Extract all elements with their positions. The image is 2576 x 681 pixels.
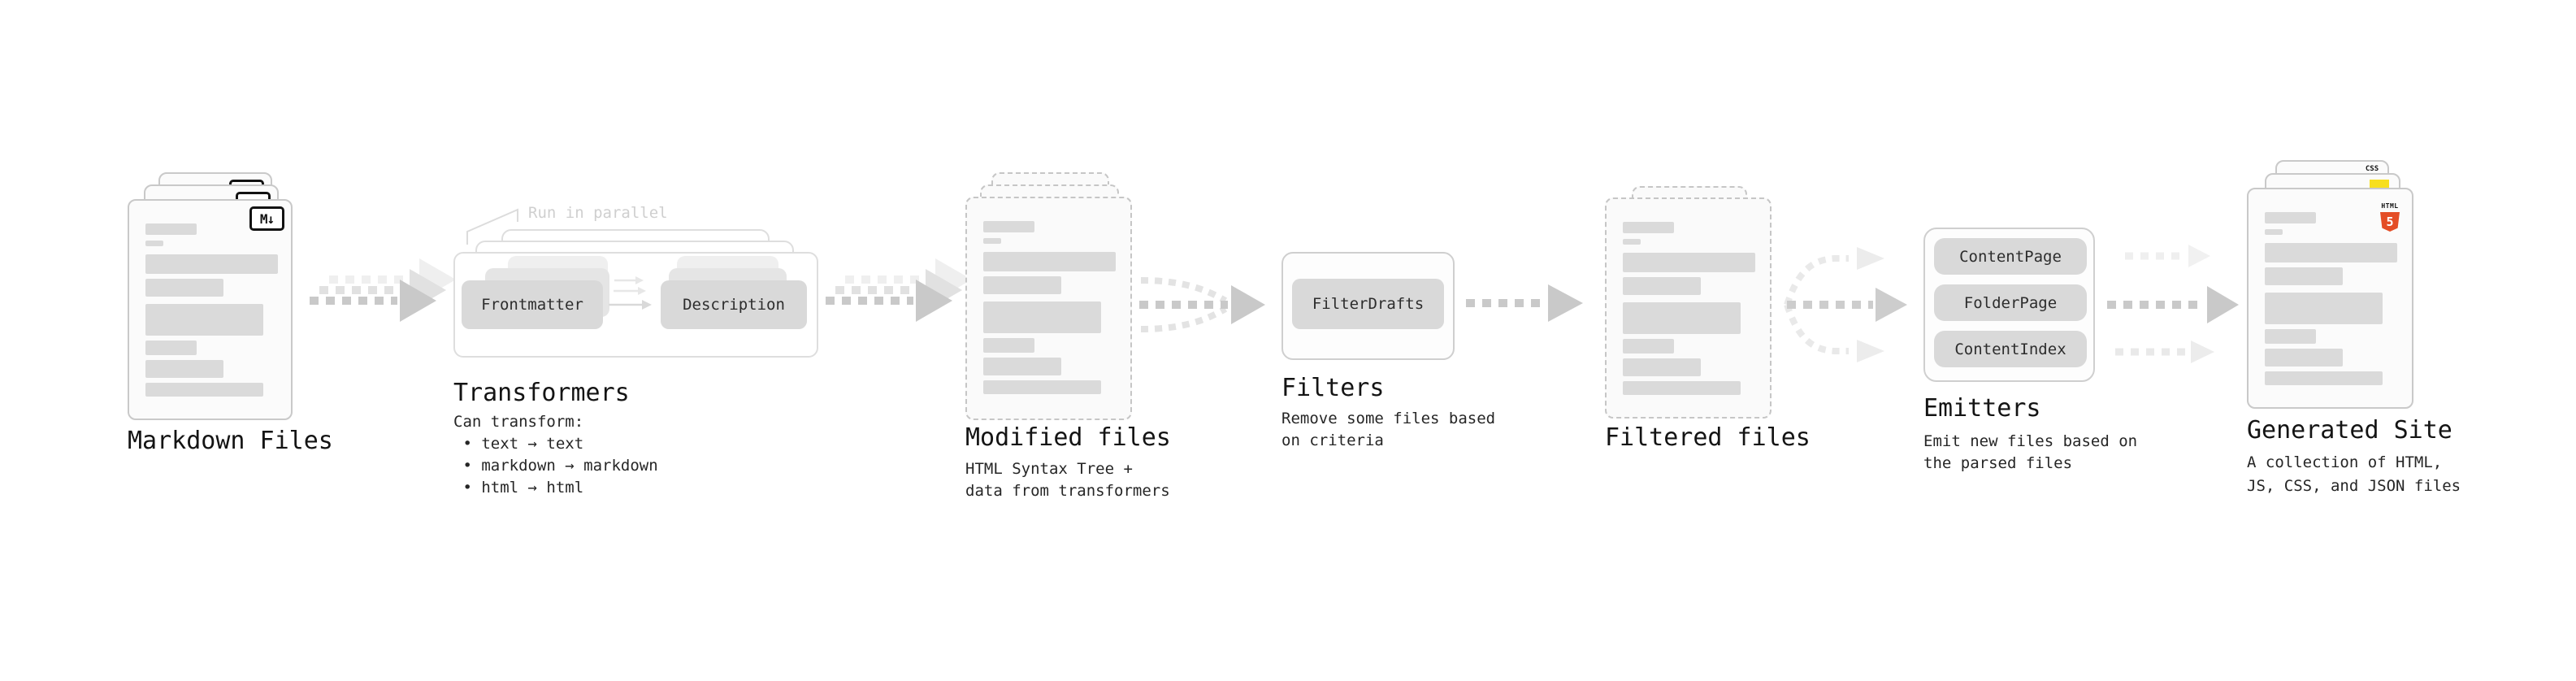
- html5-icon: HTML 5: [2379, 196, 2400, 232]
- markdown-icon: M↓: [249, 206, 284, 231]
- file-content-placeholder: [1607, 222, 1770, 395]
- flow-arrow-transformers-to-modified: [826, 258, 972, 322]
- stage-label-transformers: Transformers: [453, 379, 630, 407]
- file-content-placeholder: [129, 223, 291, 397]
- description-pill: Description: [661, 280, 807, 329]
- flow-arrow-markdown-to-transformers: [310, 258, 456, 322]
- stage-label-filters: Filters: [1281, 374, 1385, 402]
- filters-description: Remove some files based on criteria: [1281, 410, 1496, 449]
- flow-arrow-modified-to-filters: [1139, 277, 1265, 332]
- annotation-leader-line: [466, 208, 518, 245]
- css-icon: CSS: [2365, 165, 2379, 173]
- file-content-placeholder: [967, 221, 1130, 394]
- flow-arrow-filtered-to-emitters: [1784, 247, 1907, 362]
- stage-label-markdown-files: Markdown Files: [128, 427, 333, 455]
- javascript-icon: [2370, 180, 2389, 189]
- file-content-placeholder: [2249, 212, 2412, 385]
- parallel-mini-arrows: [609, 276, 652, 310]
- contentpage-pill: ContentPage: [1934, 238, 2087, 275]
- filterdrafts-pill: FilterDrafts: [1292, 279, 1444, 329]
- frontmatter-pill: Frontmatter: [462, 280, 603, 329]
- stage-label-emitters: Emitters: [1923, 394, 2041, 423]
- flow-arrow-filters-to-filtered: [1466, 284, 1583, 322]
- emitters-description: Emit new files based on the parsed files: [1923, 432, 2138, 472]
- generated-site-description: A collection of HTML, JS, CSS, and JSON …: [2247, 453, 2461, 495]
- modified-file-card-front: [965, 197, 1132, 420]
- stage-label-filtered-files: Filtered files: [1605, 423, 1811, 452]
- flow-arrow-emitters-to-generated: [2107, 245, 2239, 363]
- modified-files-description: HTML Syntax Tree + data from transformer…: [965, 460, 1170, 500]
- transformers-description: Can transform: • text → text • markdown …: [453, 413, 658, 497]
- generated-file-card-front: HTML 5: [2247, 188, 2413, 409]
- filtered-file-card-front: [1605, 197, 1772, 419]
- stage-label-generated-site: Generated Site: [2247, 416, 2452, 445]
- stage-label-modified-files: Modified files: [965, 423, 1171, 452]
- contentindex-pill: ContentIndex: [1934, 331, 2087, 367]
- markdown-file-card-front: M↓: [128, 199, 293, 420]
- folderpage-pill: FolderPage: [1934, 284, 2087, 321]
- run-in-parallel-annotation: Run in parallel: [528, 204, 668, 222]
